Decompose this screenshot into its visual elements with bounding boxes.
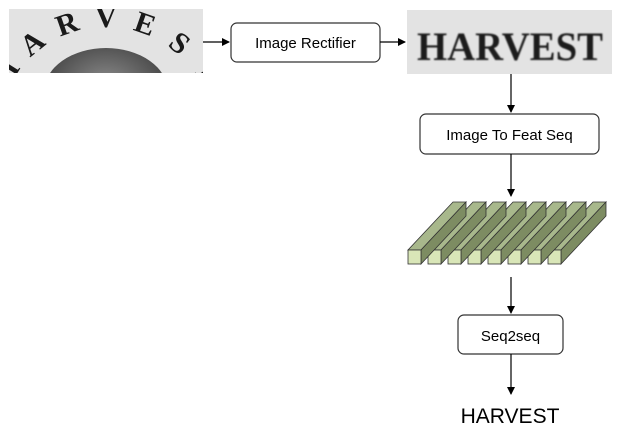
image-to-feat-seq-label: Image To Feat Seq [446,127,572,144]
seq2seq-box: Seq2seq [457,314,564,355]
curved-letter: V [95,1,117,34]
image-rectifier-label: Image Rectifier [255,35,356,52]
feature-bar-front [407,249,422,265]
feature-sequence [407,200,607,266]
globe-graphic [50,48,162,73]
image-to-feat-seq-box: Image To Feat Seq [419,113,600,155]
output-text: HARVEST [461,405,560,428]
image-rectifier-box: Image Rectifier [230,22,381,63]
rectified-word: HARVEST [417,24,603,69]
feature-bar [407,200,467,266]
seq2seq-label: Seq2seq [481,328,540,345]
rectified-image: HARVEST [407,10,612,74]
rectified-image-background [407,10,612,74]
